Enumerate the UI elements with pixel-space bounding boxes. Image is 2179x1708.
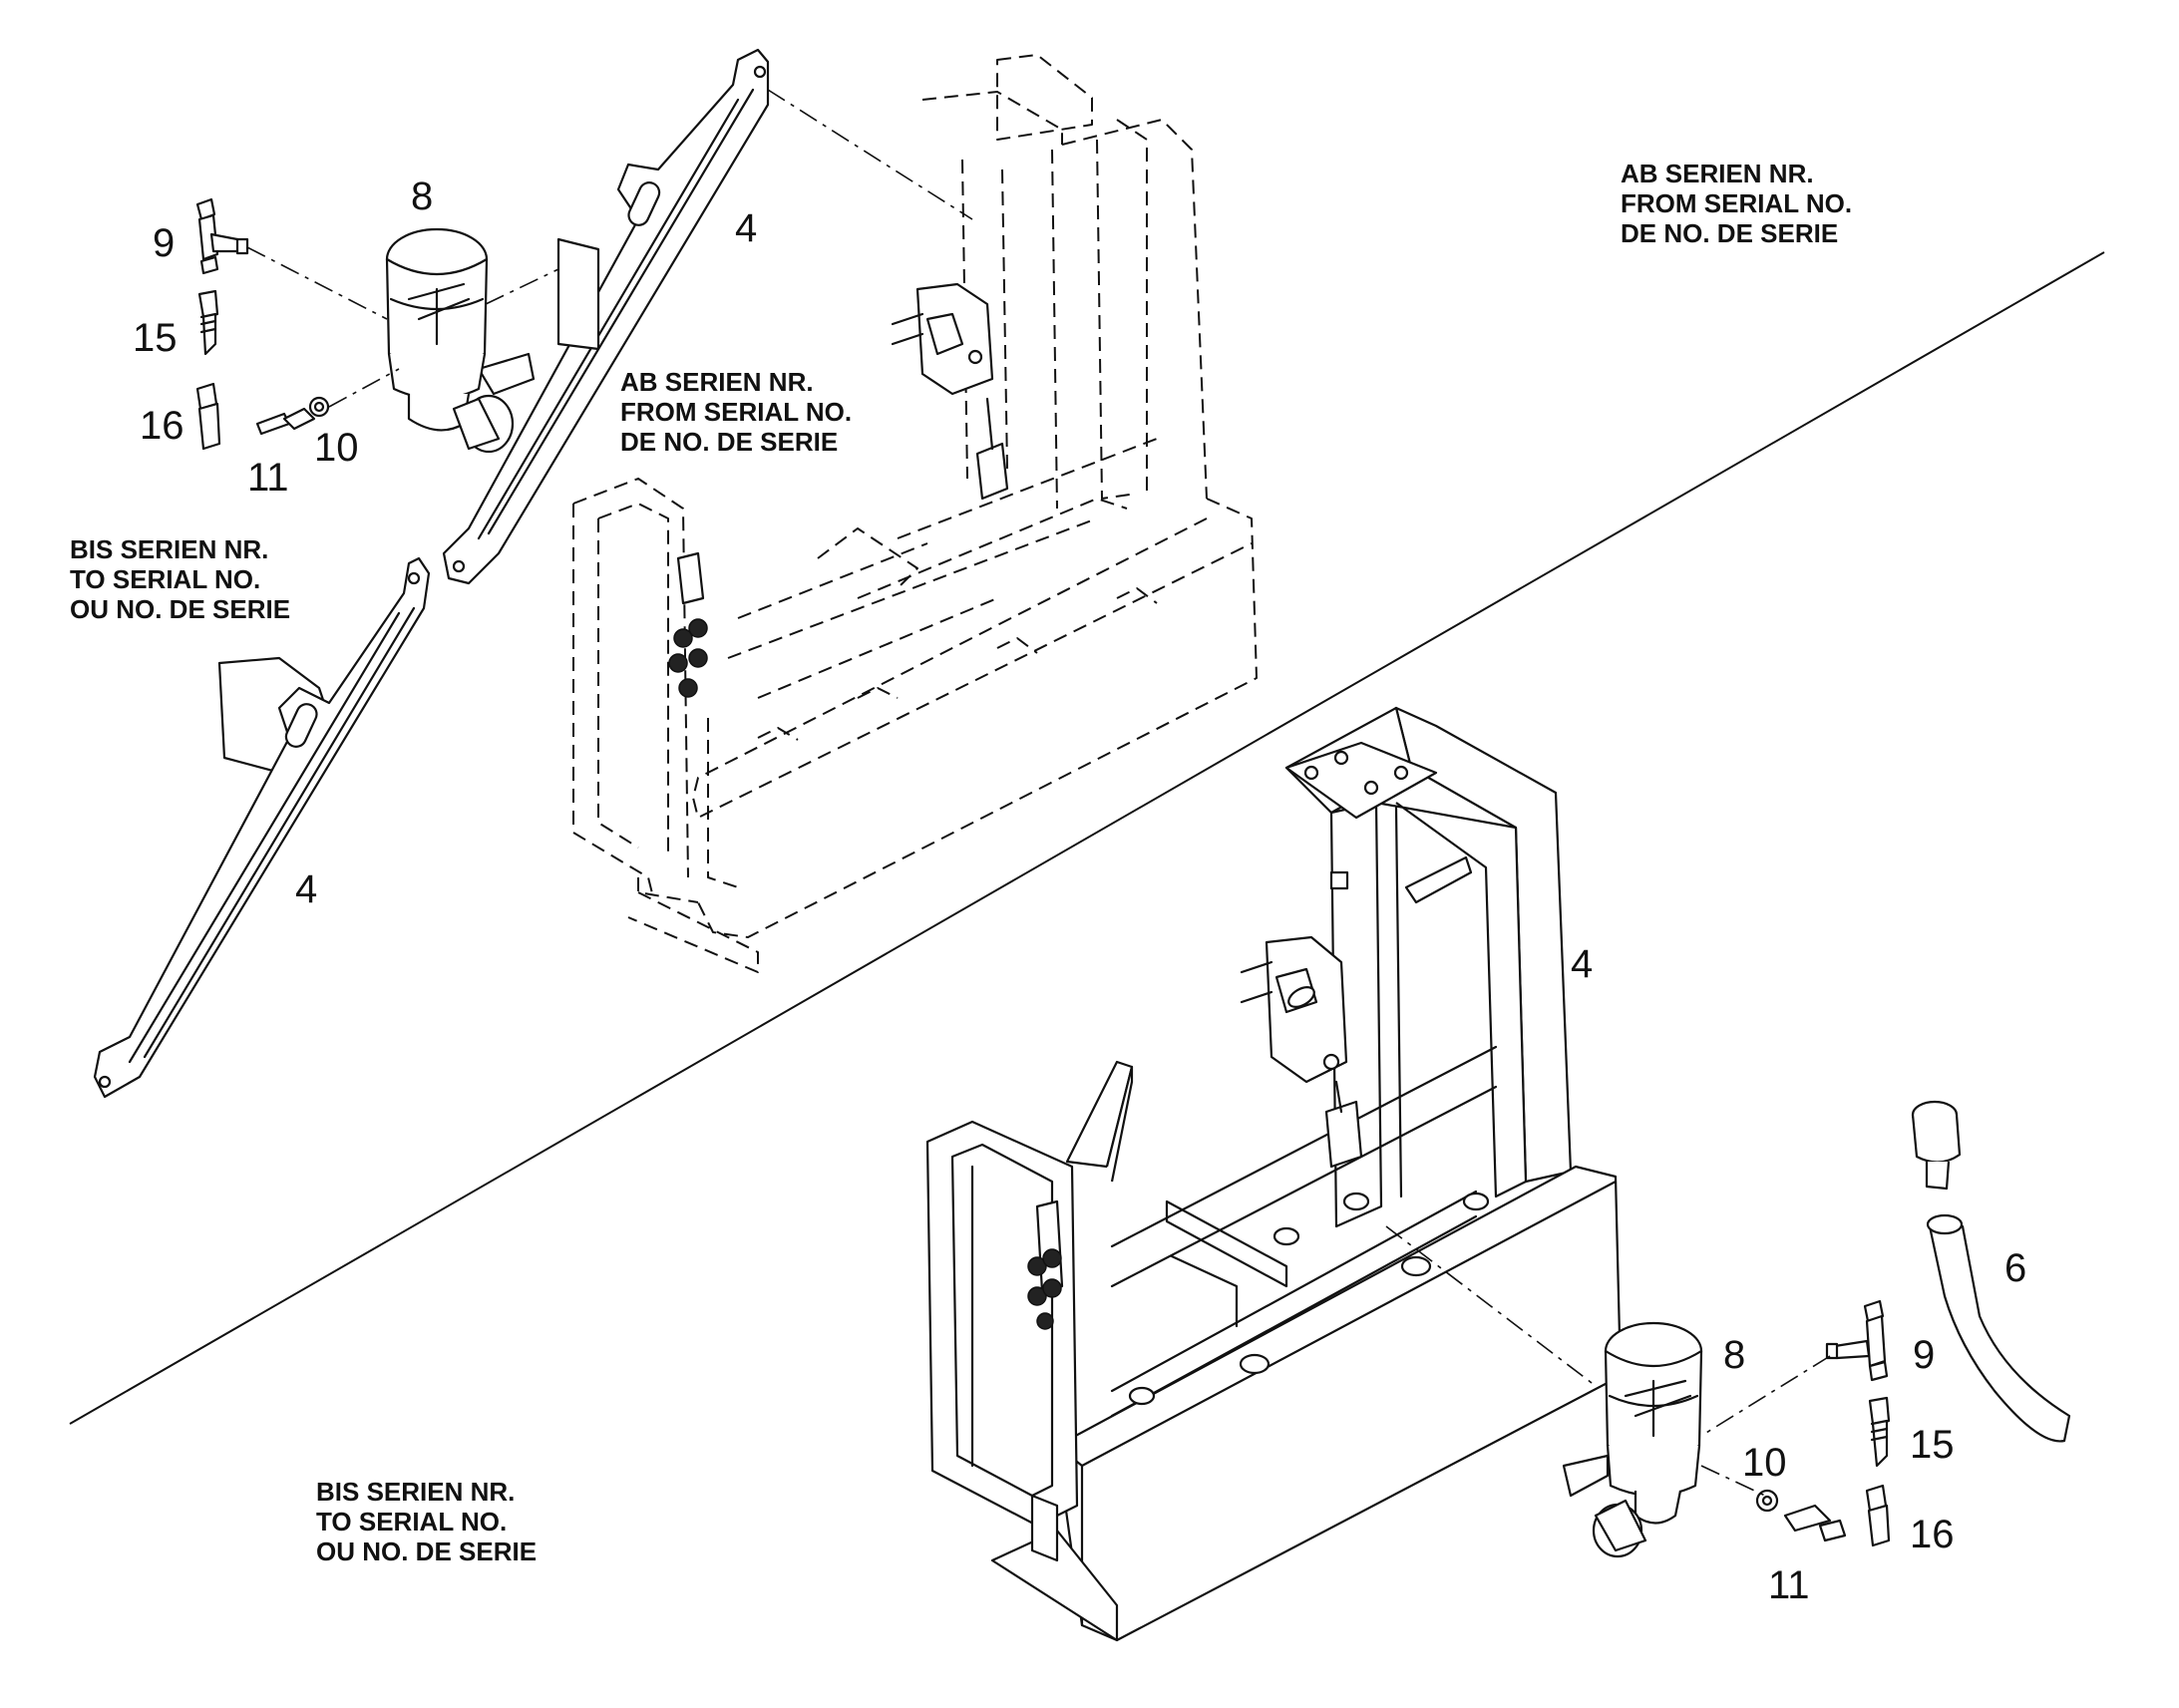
svg-text:TO SERIAL NO.: TO SERIAL NO. — [70, 564, 260, 594]
svg-text:AB SERIEN NR.: AB SERIEN NR. — [620, 367, 814, 397]
callout-8-upper: 8 — [411, 174, 433, 218]
svg-text:FROM SERIAL NO.: FROM SERIAL NO. — [620, 397, 852, 427]
svg-text:TO SERIAL NO.: TO SERIAL NO. — [316, 1507, 507, 1537]
lower-machine-frame — [925, 706, 1623, 1642]
svg-text:FROM SERIAL NO.: FROM SERIAL NO. — [1621, 188, 1852, 218]
lower-switch-assembly — [1240, 935, 1363, 1169]
callout-15-upper: 15 — [133, 316, 178, 360]
callout-8-lower: 8 — [1723, 1333, 1745, 1377]
svg-text:AB SERIEN NR.: AB SERIEN NR. — [1621, 159, 1814, 188]
callout-15-lower: 15 — [1910, 1423, 1955, 1467]
note-upper-left: BIS SERIEN NR. TO SERIAL NO. OU NO. DE S… — [70, 534, 290, 624]
callout-4-upper-rail: 4 — [735, 206, 757, 250]
svg-text:BIS SERIEN NR.: BIS SERIEN NR. — [70, 534, 268, 564]
upper-small-fittings — [195, 197, 330, 451]
svg-text:BIS SERIEN NR.: BIS SERIEN NR. — [316, 1477, 515, 1507]
note-top-right: AB SERIEN NR. FROM SERIAL NO. DE NO. DE … — [1621, 159, 1852, 248]
callout-9-upper: 9 — [153, 221, 175, 265]
upper-mounting-rail — [442, 48, 770, 585]
left-old-mounting-rail — [93, 556, 431, 1099]
callout-11-upper: 11 — [247, 456, 289, 500]
callout-10-upper: 10 — [314, 426, 359, 470]
note-upper-middle: AB SERIEN NR. FROM SERIAL NO. DE NO. DE … — [620, 367, 852, 457]
callout-10-lower: 10 — [1742, 1441, 1787, 1485]
callout-11-lower: 11 — [1768, 1563, 1810, 1607]
svg-text:OU NO. DE SERIE: OU NO. DE SERIE — [316, 1537, 537, 1566]
upper-fitting-cluster — [668, 551, 708, 698]
svg-text:DE NO. DE SERIE: DE NO. DE SERIE — [1621, 218, 1838, 248]
lower-leader-lines — [1385, 1225, 1831, 1497]
upper-lubrication-pump — [385, 227, 515, 454]
callout-6-hose: 6 — [2004, 1246, 2026, 1290]
callout-16-upper: 16 — [140, 404, 184, 448]
svg-text:DE NO. DE SERIE: DE NO. DE SERIE — [620, 427, 838, 457]
callout-9-lower: 9 — [1913, 1333, 1935, 1377]
svg-text:OU NO. DE SERIE: OU NO. DE SERIE — [70, 594, 290, 624]
version-divider-line — [69, 251, 2105, 1425]
callout-4-left-rail: 4 — [295, 867, 317, 911]
lower-lubrication-pump — [1562, 1321, 1703, 1558]
lower-fitting-cluster — [1027, 1199, 1064, 1330]
lower-small-fittings — [1755, 1100, 2071, 1547]
note-bottom-left: BIS SERIEN NR. TO SERIAL NO. OU NO. DE S… — [316, 1477, 537, 1566]
callout-16-lower: 16 — [1910, 1513, 1955, 1556]
upper-switch-assembly — [891, 282, 1009, 501]
upper-bracket-plate — [477, 237, 600, 396]
upper-leader-lines — [246, 89, 973, 408]
callout-4-lower-frame: 4 — [1571, 942, 1593, 986]
upper-dashed-frame — [572, 54, 1258, 973]
